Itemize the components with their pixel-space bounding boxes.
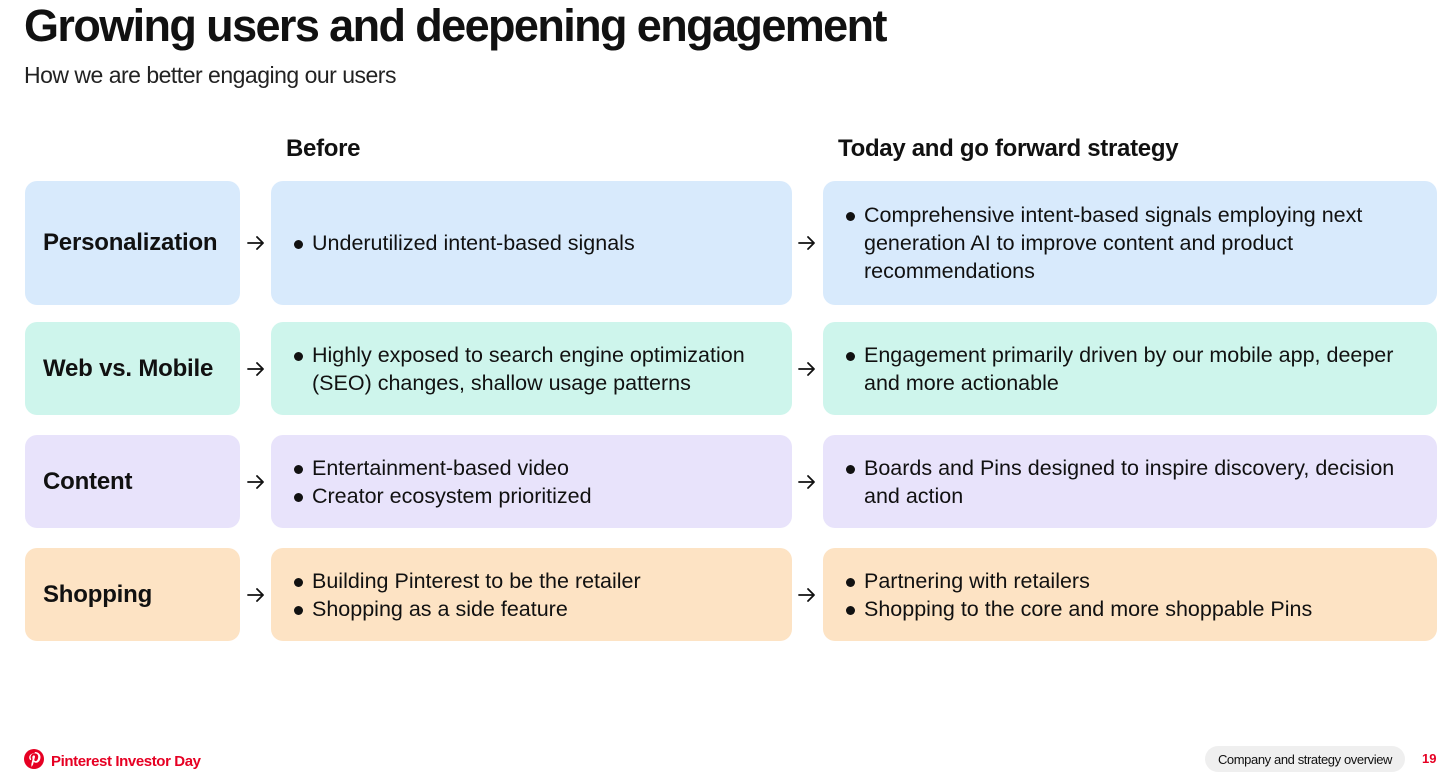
today-bullet: Boards and Pins designed to inspire disc… bbox=[845, 454, 1423, 510]
pinterest-logo-icon bbox=[24, 749, 44, 774]
page-subtitle: How we are better engaging our users bbox=[24, 62, 396, 88]
category-box: Content bbox=[25, 435, 240, 528]
before-bullet: Creator ecosystem prioritized bbox=[293, 482, 592, 510]
before-bullet: Building Pinterest to be the retailer bbox=[293, 567, 641, 595]
category-box: Personalization bbox=[25, 181, 240, 305]
category-box: Shopping bbox=[25, 548, 240, 641]
column-header-before: Before bbox=[286, 135, 361, 162]
today-box: Partnering with retailers Shopping to th… bbox=[823, 548, 1437, 641]
page-title: Growing users and deepening engagement bbox=[24, 0, 887, 51]
row-content: Content Entertainment-based video Creato… bbox=[0, 435, 1456, 528]
arrow-right-icon bbox=[244, 357, 268, 381]
page-number: 19 bbox=[1422, 751, 1437, 766]
arrow-right-icon bbox=[244, 583, 268, 607]
before-box: Underutilized intent-based signals bbox=[271, 181, 792, 305]
today-bullet: Shopping to the core and more shoppable … bbox=[845, 595, 1312, 623]
section-pill: Company and strategy overview bbox=[1205, 746, 1405, 772]
today-bullet: Comprehensive intent-based signals emplo… bbox=[845, 201, 1423, 285]
arrow-right-icon bbox=[795, 231, 819, 255]
arrow-right-icon bbox=[795, 357, 819, 381]
footer-brand: Pinterest Investor Day bbox=[24, 749, 201, 774]
today-box: Engagement primarily driven by our mobil… bbox=[823, 322, 1437, 415]
row-personalization: Personalization Underutilized intent-bas… bbox=[0, 181, 1456, 305]
before-box: Building Pinterest to be the retailer Sh… bbox=[271, 548, 792, 641]
category-label: Content bbox=[43, 467, 133, 495]
today-box: Boards and Pins designed to inspire disc… bbox=[823, 435, 1437, 528]
today-box: Comprehensive intent-based signals emplo… bbox=[823, 181, 1437, 305]
category-label: Shopping bbox=[43, 580, 153, 608]
arrow-right-icon bbox=[244, 231, 268, 255]
before-bullet: Entertainment-based video bbox=[293, 454, 592, 482]
arrow-right-icon bbox=[244, 470, 268, 494]
column-header-today: Today and go forward strategy bbox=[838, 135, 1179, 162]
row-shopping: Shopping Building Pinterest to be the re… bbox=[0, 548, 1456, 641]
arrow-right-icon bbox=[795, 470, 819, 494]
arrow-right-icon bbox=[795, 583, 819, 607]
before-box: Highly exposed to search engine optimiza… bbox=[271, 322, 792, 415]
today-bullet: Engagement primarily driven by our mobil… bbox=[845, 341, 1423, 397]
before-bullet: Shopping as a side feature bbox=[293, 595, 641, 623]
footer-brand-label: Pinterest Investor Day bbox=[51, 753, 201, 770]
row-web-vs-mobile: Web vs. Mobile Highly exposed to search … bbox=[0, 322, 1456, 415]
before-bullet: Highly exposed to search engine optimiza… bbox=[293, 341, 772, 397]
category-label: Web vs. Mobile bbox=[43, 354, 214, 382]
category-box: Web vs. Mobile bbox=[25, 322, 240, 415]
before-box: Entertainment-based video Creator ecosys… bbox=[271, 435, 792, 528]
before-bullet: Underutilized intent-based signals bbox=[293, 229, 635, 257]
today-bullet: Partnering with retailers bbox=[845, 567, 1312, 595]
category-label: Personalization bbox=[43, 229, 218, 256]
